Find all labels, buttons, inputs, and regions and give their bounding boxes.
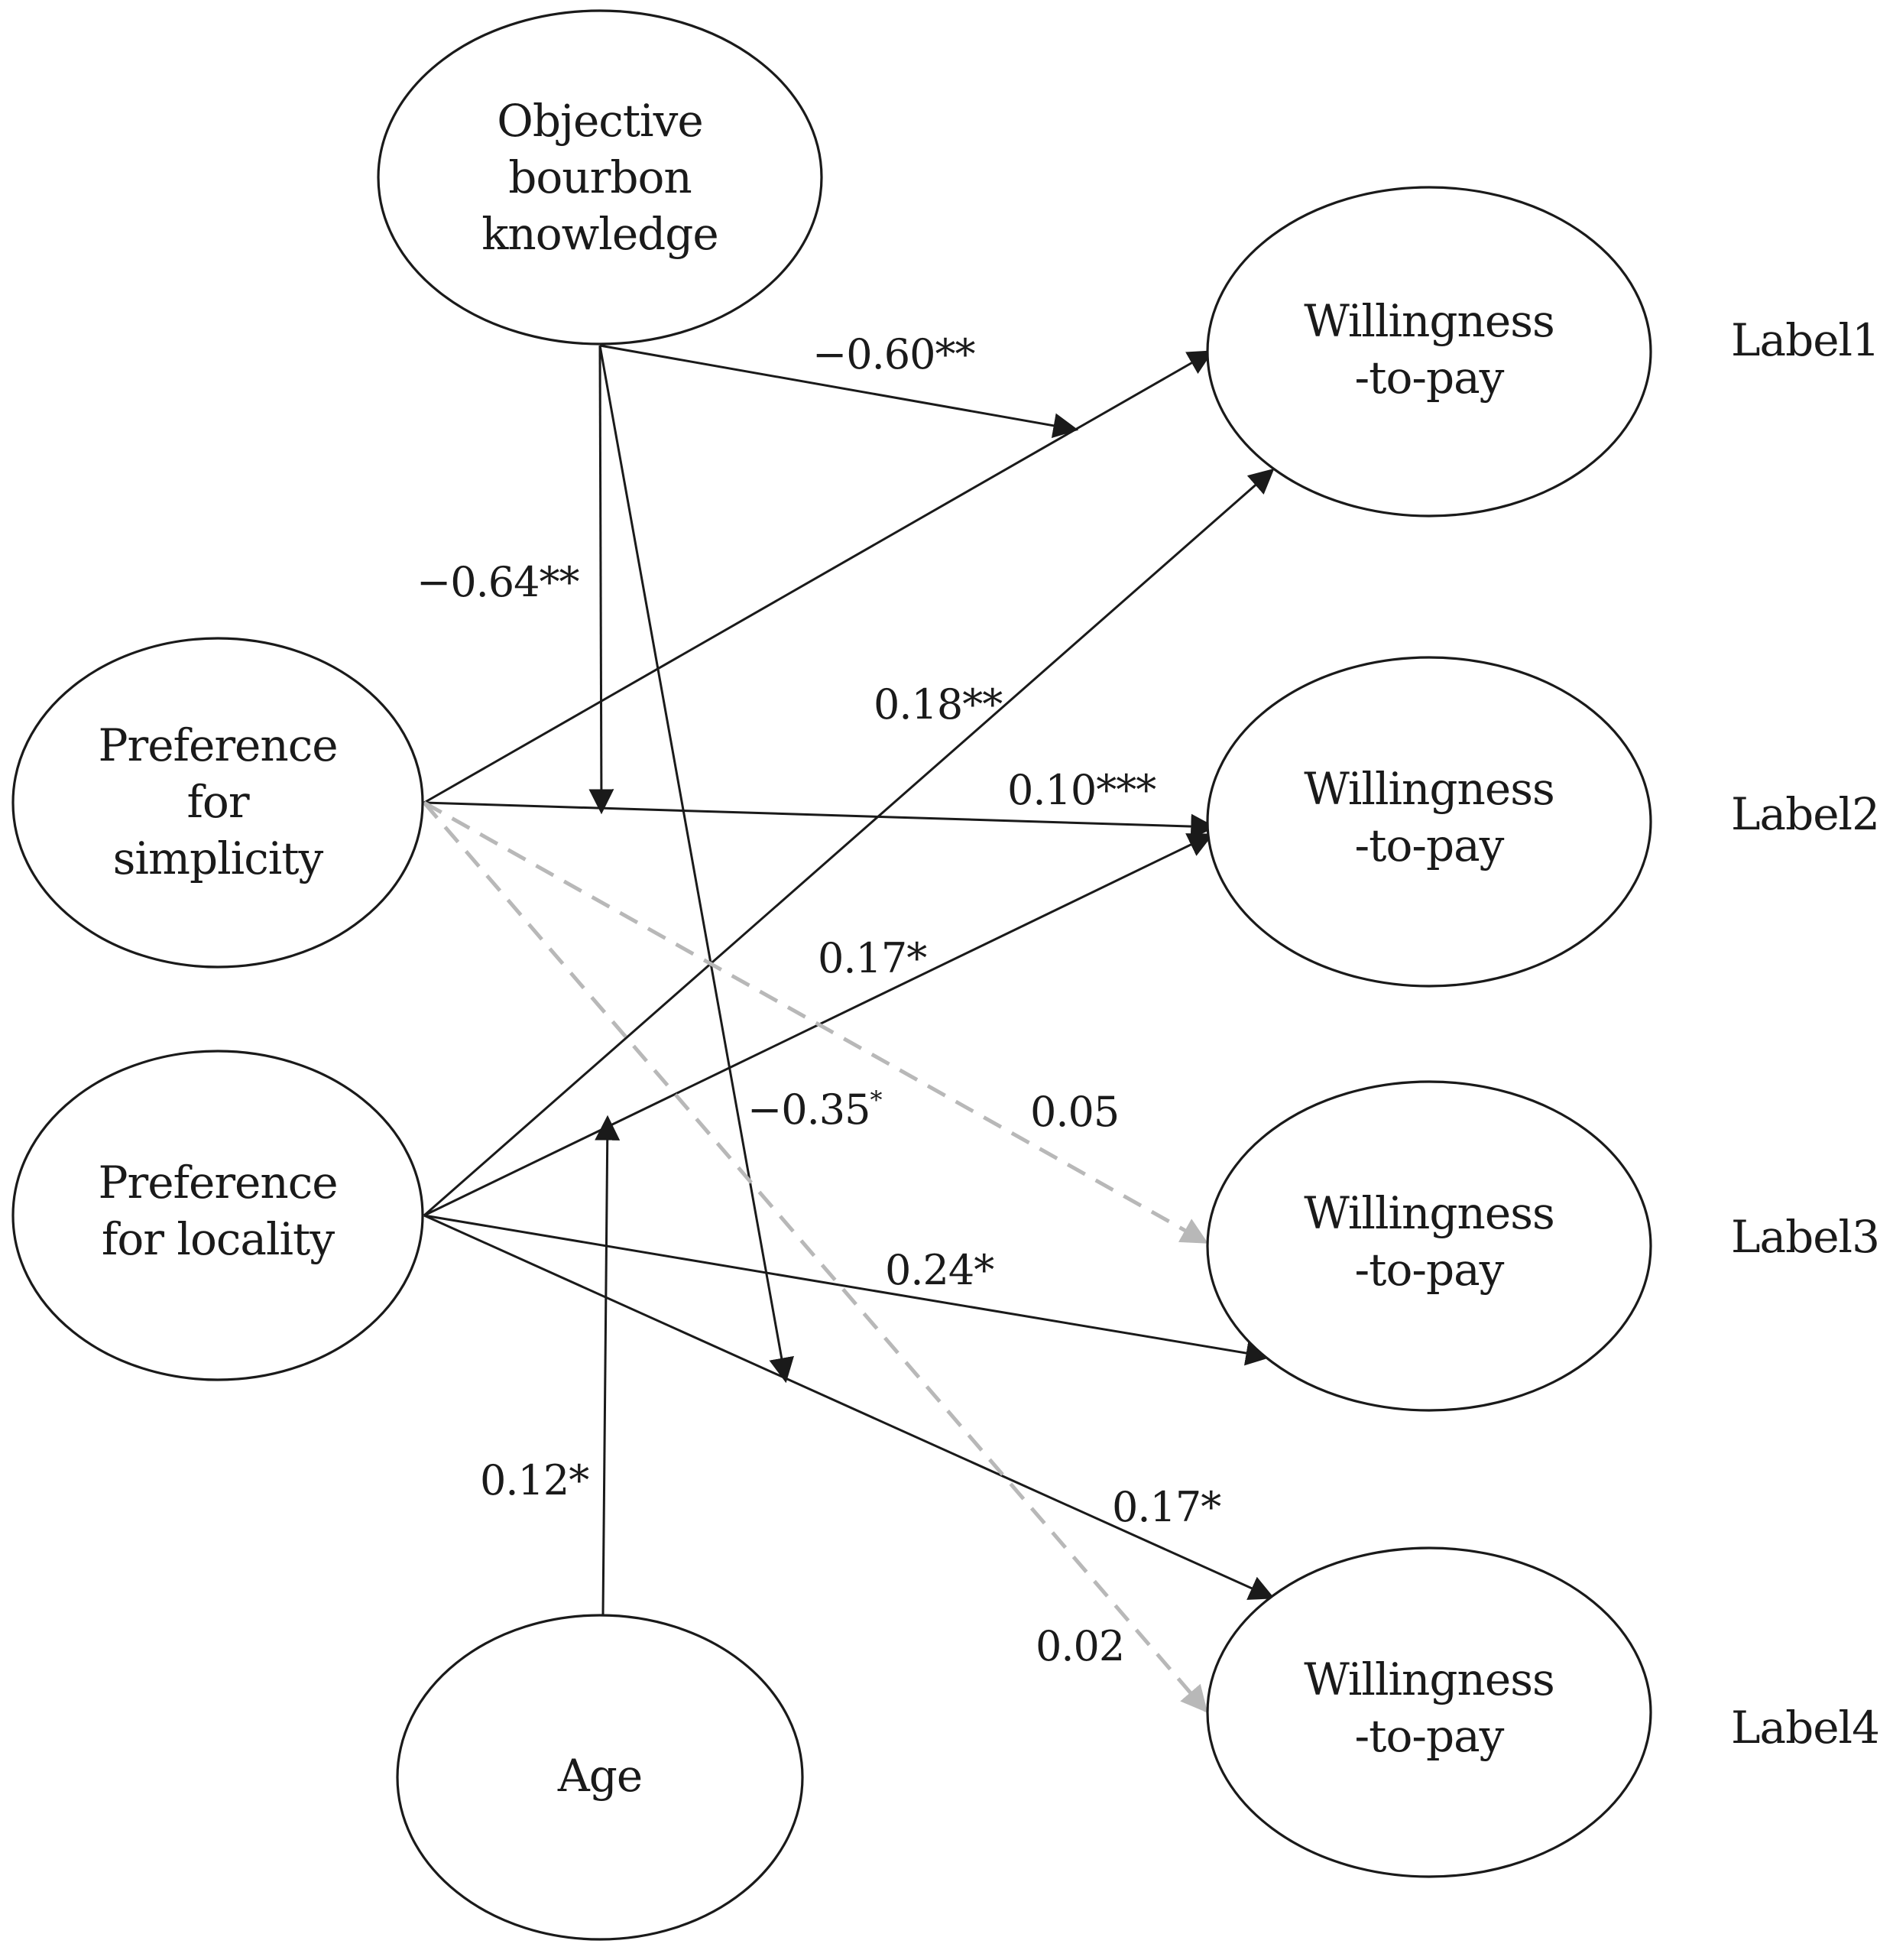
coef-age-locality-wtp2: 0.12* [480,1456,589,1504]
node-label-line: Willingness [1304,763,1554,815]
edge-locality-to-wtp3 [423,1214,1272,1366]
edges [423,344,1276,1713]
side-label-3: Label3 [1731,1211,1879,1263]
node-label-line: Objective [497,95,702,147]
node-label-line: Willingness [1304,295,1554,347]
nodes: Objective bourbon knowledge Preference f… [11,9,1652,1941]
node-age: Age [396,1614,804,1941]
edge-labels: −0.60** −0.64** −0.35* 0.12* 0.10*** 0.0… [417,330,1222,1670]
side-label-1: Label1 [1731,314,1879,366]
coef-simplicity-wtp3: 0.05 [1030,1088,1119,1136]
edge-locality-to-wtp1 [423,468,1275,1217]
edge-knowledge-to-path-locality-wtp4 [598,345,794,1384]
side-label-4: Label4 [1731,1702,1879,1754]
side-labels: Label1 Label2 Label3 Label4 [1731,314,1880,1754]
node-willingness-to-pay-4: Willingness -to-pay [1206,1546,1652,1878]
node-label-line: -to-pay [1355,1244,1505,1296]
node-preference-for-locality: Preference for locality [11,1050,424,1381]
node-willingness-to-pay-3: Willingness -to-pay [1206,1080,1652,1412]
coef-locality-wtp1: 0.18** [874,680,1003,729]
coef-locality-wtp2: 0.17* [818,934,927,982]
edge-locality-to-wtp4 [423,1214,1276,1600]
node-label-line: simplicity [113,832,324,884]
node-label-line: Preference [98,1157,337,1209]
node-label-line: bourbon [508,151,692,203]
coef-simplicity-wtp2: 0.10*** [1007,766,1156,814]
coef-simplicity-wtp4: 0.02 [1036,1622,1124,1670]
edge-knowledge-to-path-simplicity-wtp1 [599,344,1079,439]
node-label-line: Age [557,1750,642,1802]
node-label-line: Preference [98,719,337,771]
edge-simplicity-to-wtp1 [423,350,1214,804]
coef-locality-wtp3: 0.24* [885,1246,994,1294]
edge-simplicity-to-wtp4 [423,801,1208,1713]
coef-knowledge-locality-wtp4: −0.35* [747,1085,882,1134]
node-label-line: -to-pay [1355,352,1505,404]
node-label-line: for locality [102,1213,335,1265]
edge-simplicity-to-wtp2 [423,801,1217,839]
node-label-line: for [186,776,249,828]
coef-locality-wtp4: 0.17* [1112,1483,1221,1531]
node-label-line: -to-pay [1355,819,1505,871]
edge-simplicity-to-wtp3 [423,800,1209,1244]
edge-age-to-path-locality-wtp2 [595,1115,621,1615]
coef-knowledge-simplicity-wtp2: −0.64** [417,558,579,606]
edge-knowledge-to-path-simplicity-wtp2 [588,345,614,815]
node-willingness-to-pay-2: Willingness -to-pay [1206,656,1652,988]
coef-knowledge-simplicity-wtp1: −0.60** [812,330,975,378]
node-willingness-to-pay-1: Willingness -to-pay [1206,186,1652,518]
node-objective-bourbon-knowledge: Objective bourbon knowledge [377,9,823,346]
node-label-line: Willingness [1304,1653,1554,1705]
node-preference-for-simplicity: Preference for simplicity [11,637,424,969]
node-label-line: Willingness [1304,1187,1554,1239]
side-label-2: Label2 [1731,788,1879,840]
node-label-line: -to-pay [1355,1710,1505,1762]
node-label-line: knowledge [481,208,718,260]
